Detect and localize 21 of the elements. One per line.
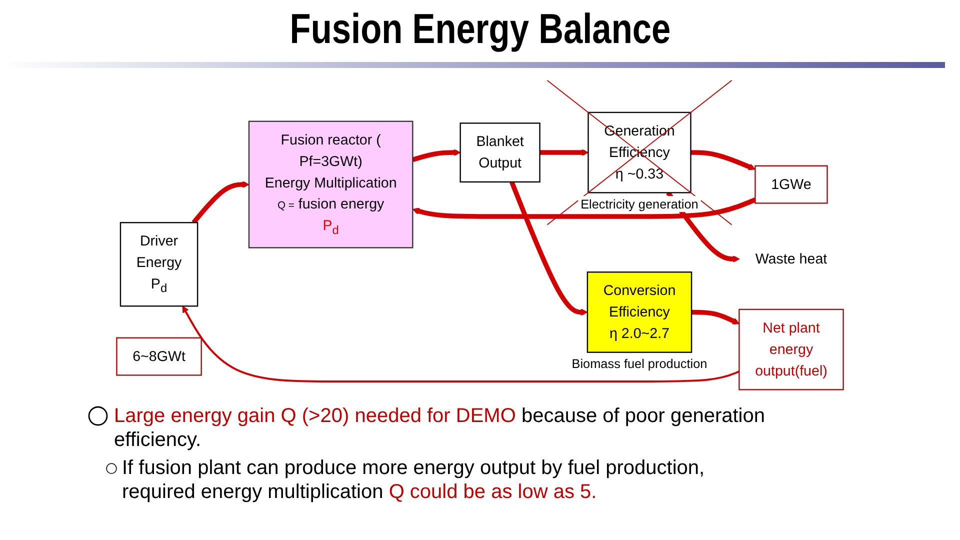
process-box: Conversion Efficiency η 2.0~2.7 [586, 272, 692, 353]
text-label: Waste heat [755, 250, 828, 267]
process-box: Driver Energy P$_{d}$ [120, 222, 198, 307]
title: Fusion Energy Balance [290, 4, 670, 54]
arrow [692, 310, 740, 325]
arrow [690, 150, 756, 170]
arrow [182, 306, 740, 382]
node-caption: Biomass fuel production [572, 357, 708, 372]
bullet-text: Large energy gain Q (>20) needed for DEMO because of poor generation efficiency. [114, 404, 766, 452]
arrow [540, 149, 589, 156]
arrow [510, 181, 588, 316]
arrow [412, 149, 461, 162]
process-box: Net plant energy output(fuel) [738, 308, 844, 390]
process-box: Blanket Output [460, 122, 540, 183]
node-caption: Electricity generation [580, 198, 698, 212]
process-box: 6~8GWt [116, 337, 202, 376]
process-box: Fusion reactor ( Pf=3GWt) Energy Multiplication Q = fusion energy P$_{d}$ [248, 120, 414, 248]
arrow [412, 198, 756, 219]
arrow [192, 181, 250, 224]
process-box: 1GWe [754, 165, 828, 204]
bullet-text: If fusion plant can produce more energy output by fuel production, required energy multiplication Q could be as low as 5. [122, 456, 706, 504]
